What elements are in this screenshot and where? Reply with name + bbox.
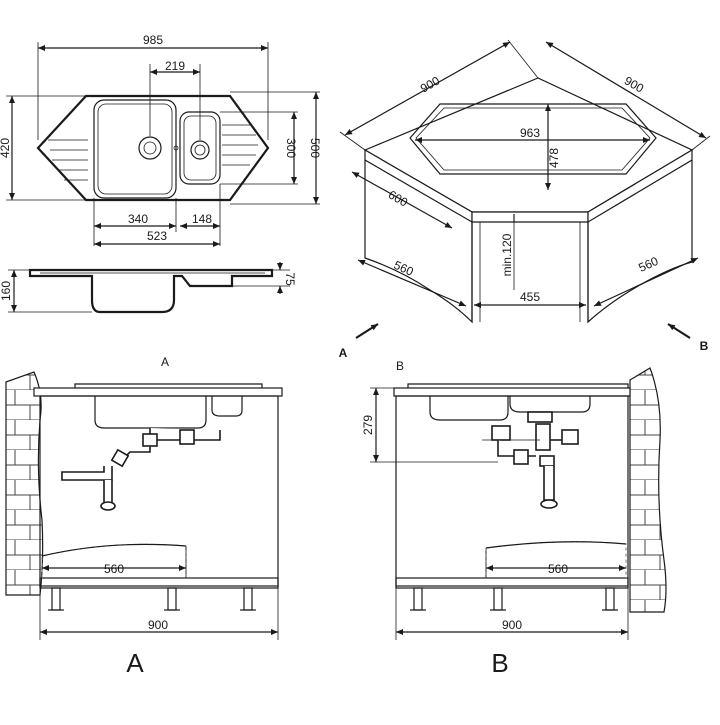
dim-line-560-left (357, 259, 467, 307)
dim-bowl-depth: 75 (283, 272, 297, 286)
dim-cabinet-right: 560 (636, 254, 660, 275)
dim-front-width: 600 (386, 187, 411, 209)
sink-profile (28, 268, 274, 314)
section-b-worktop (393, 387, 631, 397)
top-view: 985 219 420 300 500 340 148 523 (0, 33, 322, 247)
dim-depth-left: 420 (0, 138, 12, 158)
worktop (363, 77, 694, 213)
section-b-plumbing (482, 411, 579, 509)
dim-bowl-small: 148 (192, 212, 212, 226)
section-a-cabinet (39, 395, 279, 589)
dim-bowl-spacing: 219 (165, 59, 185, 73)
view-arrow-a (355, 323, 379, 339)
dim-depth-right: 500 (308, 138, 322, 158)
section-b-dim-inner-width: 560 (548, 562, 568, 576)
side-profile: 160 75 (0, 262, 297, 314)
drainer-ribs-right (222, 124, 258, 166)
section-a-dim-outer-width: 900 (148, 618, 168, 632)
section-b-caption-small: B (396, 359, 404, 373)
section-b-dim-outer-width: 900 (502, 618, 522, 632)
iso-view: 900 900 963 478 600 560 min.120 455 560 … (339, 39, 711, 360)
section-a-worktop (33, 387, 283, 397)
dim-height: 160 (0, 281, 13, 301)
section-a-caption-small: A (161, 355, 169, 369)
section-b: B 279 (361, 359, 667, 678)
dim-front-gap: 455 (520, 290, 540, 304)
section-a: A 560 (5, 355, 283, 678)
section-b-legs (410, 587, 618, 611)
dim-line-900-left (344, 41, 511, 136)
section-b-cabinet (395, 395, 629, 589)
view-arrow-b (667, 323, 691, 339)
section-b-large-bowl (509, 396, 591, 413)
dim-bowls-total: 523 (147, 229, 167, 243)
view-label-b: B (700, 339, 709, 353)
dim-cutout-width: 963 (520, 126, 540, 140)
section-a-dim-inner-width: 560 (104, 562, 124, 576)
view-label-a: A (339, 346, 348, 360)
dim-line-560-right (593, 257, 699, 307)
dim-overall-width: 985 (143, 33, 163, 47)
dim-depth-right-inner: 300 (284, 138, 298, 158)
section-b-caption: B (491, 648, 508, 678)
drainer-ribs-left (48, 139, 88, 181)
section-b-dim-drain-height: 279 (361, 415, 375, 435)
section-a-caption: A (126, 648, 144, 678)
section-a-brick-wall (5, 371, 44, 596)
large-bowl-drain (138, 136, 162, 160)
small-bowl-drain (190, 140, 210, 160)
section-a-trap (61, 466, 113, 481)
dim-line-600 (351, 171, 453, 229)
dim-side-right: 900 (622, 73, 647, 95)
section-b-brick-wall (629, 367, 667, 613)
section-b-small-bowl (429, 396, 509, 421)
large-bowl-inner (97, 103, 173, 195)
large-bowl (93, 99, 177, 199)
section-a-large-bowl (94, 396, 207, 429)
dim-bowl-large: 340 (128, 212, 148, 226)
section-a-legs (48, 587, 256, 611)
dim-cutout-depth: 478 (547, 148, 561, 168)
dim-line-900-right (545, 41, 707, 139)
section-a-small-bowl (211, 396, 243, 417)
dim-min-height: min.120 (500, 233, 514, 276)
